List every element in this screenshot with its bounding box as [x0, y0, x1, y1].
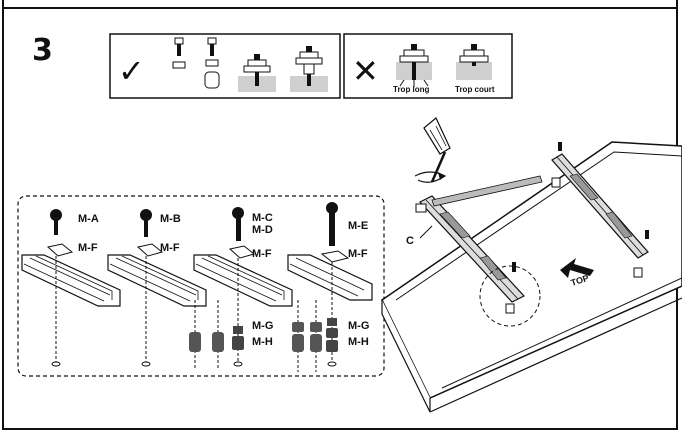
washer-label-4: M-F [348, 248, 368, 260]
screw-label-3: M-C [252, 212, 273, 224]
cross-icon: ✕ [352, 53, 379, 89]
screw-shaft-icon [144, 219, 148, 237]
too-long-label: Trop long [393, 85, 430, 94]
spacer-small-icon [327, 318, 337, 326]
screw-label-4: M-E [348, 220, 368, 232]
hardware-group-1: M-A M-F [21, 209, 121, 367]
hardware-group-2: M-B M-F [107, 209, 207, 367]
spacer-large-icon [232, 336, 244, 350]
too-short-label: Trop court [455, 85, 495, 94]
screw-washer-spacer-icon [204, 37, 220, 89]
spacer-icon [189, 332, 201, 352]
bracket-label: C [406, 235, 414, 247]
check-icon: ✓ [118, 53, 145, 89]
washer-icon [46, 243, 74, 257]
screw-head-icon [140, 209, 152, 221]
spacer-icon [310, 334, 322, 352]
spacer-small-label-4: M-G [348, 320, 369, 332]
washer-icon [228, 245, 256, 259]
hardware-group-3: M-C M-D M-F M-G M-H [189, 207, 293, 370]
spacer-large-label-3: M-H [252, 336, 273, 348]
bracket-left [415, 195, 525, 303]
washer-label-2: M-F [160, 242, 180, 254]
screw-shaft-icon [236, 217, 241, 241]
correct-panel: ✓ [109, 33, 341, 99]
washer-label-1: M-F [78, 242, 98, 254]
screw-label-2: M-B [160, 213, 181, 225]
spacer-large-label-4: M-H [348, 336, 369, 348]
washer-icon [136, 243, 164, 257]
detail-circle [479, 265, 541, 327]
screw-head-icon [326, 202, 338, 214]
too-long-icon [396, 44, 432, 87]
step-number: 3 [32, 33, 53, 68]
spacer-icon [292, 322, 304, 332]
screw-markers [505, 142, 649, 314]
correct-depth-icon [238, 54, 276, 92]
screw-alt-label-3: M-D [252, 224, 273, 236]
screw-head-icon [50, 209, 62, 221]
too-short-icon [456, 44, 492, 80]
washer-icon [320, 250, 350, 263]
spacer-icon [292, 334, 304, 352]
hardware-group-4: M-E M-F M-G M-H [287, 202, 373, 372]
spacer-icon [310, 322, 322, 332]
screwdriver-icon [414, 117, 451, 183]
correct-depth-spacer-icon [290, 46, 328, 92]
screw-shaft-icon [54, 219, 58, 235]
spacer-small-icon [233, 326, 243, 334]
spacer-small-label-3: M-G [252, 320, 273, 332]
bracket-right [551, 153, 649, 259]
screw-head-icon [232, 207, 244, 219]
hardware-box [17, 195, 385, 377]
washer-label-3: M-F [252, 248, 272, 260]
crossbar [431, 175, 543, 207]
screw-shaft-icon [329, 212, 335, 246]
screw-label-1: M-A [78, 213, 99, 225]
spacer-large-icon [326, 340, 338, 352]
spacer-icon [212, 332, 224, 352]
top-arrow-icon [560, 258, 594, 278]
spacer-large-icon [326, 328, 338, 338]
screw-washer-icon [172, 37, 186, 69]
wrong-panel: ✕ Trop long Trop court [343, 33, 513, 99]
